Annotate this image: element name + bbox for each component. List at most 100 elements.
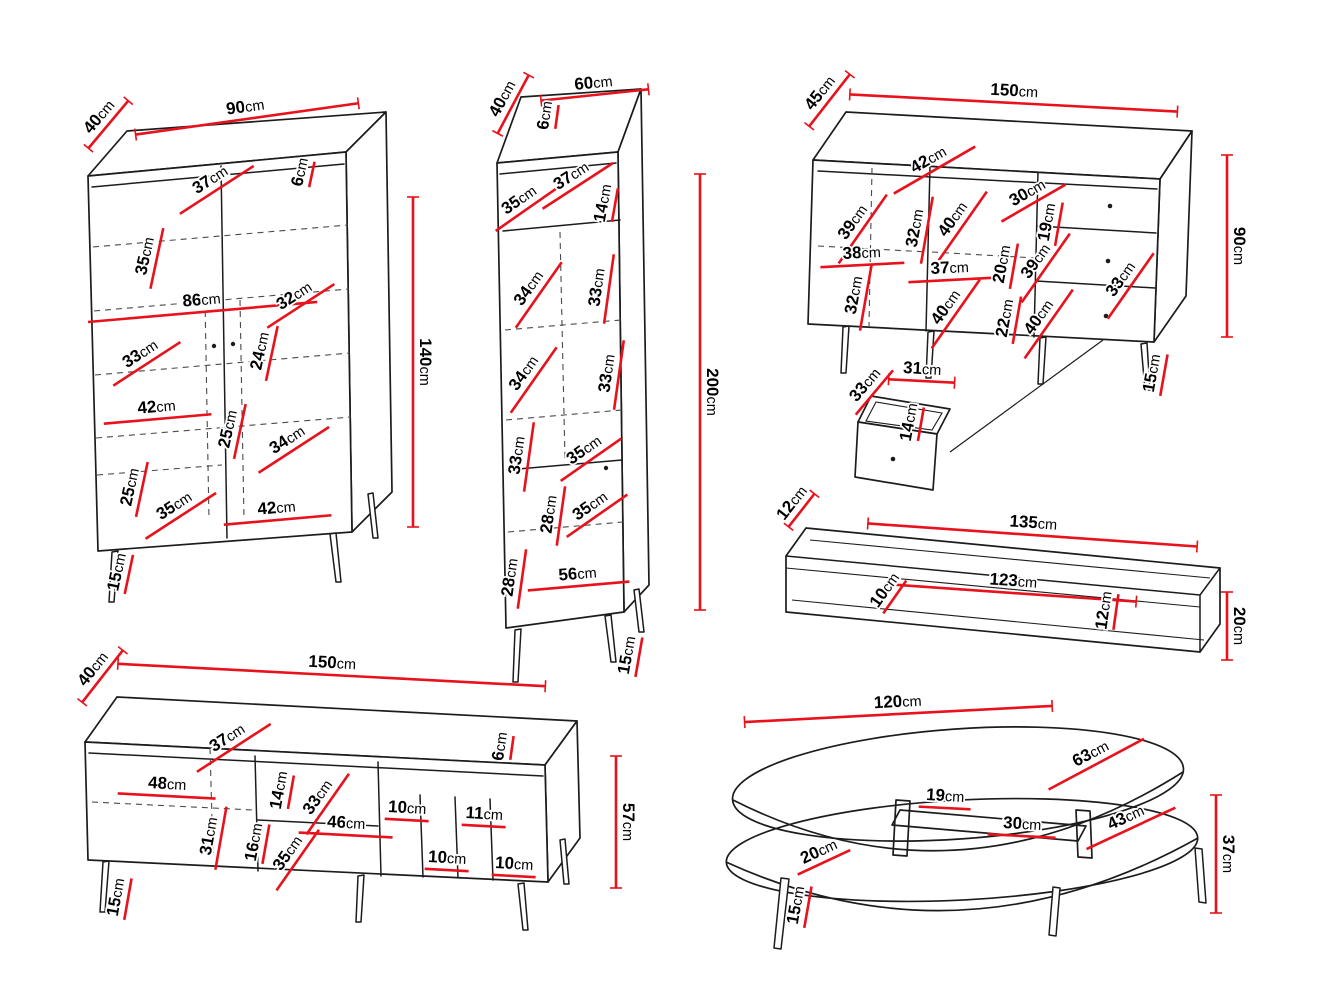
cabinet-inner-vertical [204,299,210,521]
dimension-label: 60cm [573,71,613,94]
dimension-150cm: 150cm [848,78,1179,118]
dimension-31cm: 31cm [887,356,956,389]
dimension-label: 6cm [533,100,556,131]
dimension-label: 28cm [536,494,560,535]
dimension-11cm: 11cm [461,801,506,829]
dimension-label: 45cm [800,72,839,114]
tv-leg [355,874,365,923]
dimension-label: 32cm [841,275,866,316]
drawer-split [1035,280,1156,289]
shelf-inner-back [809,539,1211,579]
dimension-60cm: 60cm [539,71,650,107]
dimension-30cm: 30cm [987,811,1056,840]
dimension-10cm: 10cm [424,845,469,873]
tall-shelf-line [507,521,624,533]
dimension-label: 15cm [614,635,639,676]
dimension-label: 19cm [1034,202,1059,243]
drawer-knob [1105,258,1111,264]
tv-slot-divider [489,798,494,881]
tall-inner-vertical [559,231,566,461]
tv-divider [377,761,382,877]
cabinet-shelf-line [95,416,352,439]
dimension-6cm: 6cm [531,98,560,133]
drawer-knob [1107,203,1113,209]
dimension-200cm: 200cm [694,173,724,611]
dimension-label: 38cm [842,242,881,263]
drawer-rim-inner [865,401,943,431]
dimension-22cm: 22cm [990,296,1023,345]
cabinet-side-face [345,111,393,533]
door-knob [603,465,609,471]
dimension-label: 42cm [137,395,177,417]
dimension-label: 150cm [990,80,1039,101]
piece-sideboard [807,111,1193,453]
dimension-20cm: 20cm [1221,591,1251,661]
cabinet-front-face [87,151,353,552]
dimension-15cm: 15cm [1137,351,1169,397]
sideboard-leg [1037,336,1047,385]
dimension-label: 40cm [73,648,112,690]
dimension-38cm: 38cm [820,241,905,269]
dimension-label: 16cm [241,822,266,863]
dimension-label: 90cm [1230,227,1249,265]
dimension-48cm: 48cm [117,771,216,800]
dimension-33cm: 33cm [583,254,616,324]
cabinet-shelf-line [92,224,349,248]
table-leg [1048,886,1061,937]
tall-top-lip [499,162,617,175]
dimension-37cm: 37cm [196,720,272,773]
dimension-12cm: 12cm [1090,589,1120,632]
dimension-label: 33cm [584,267,608,308]
piece-display-cabinet [87,111,393,603]
dimension-120cm: 120cm [743,690,1054,729]
tv-slot-divider [454,796,459,879]
drawer-leader-line [949,339,1104,453]
shelf-body [785,527,1221,653]
sideboard-top-lip [817,170,1158,190]
dimension-label: 33cm [504,435,528,476]
dimension-label: 11cm [465,803,503,824]
dimension-label: 25cm [214,408,241,449]
dimension-label: 19cm [926,785,965,806]
cabinet-shelf-line [94,352,351,376]
cabinet-shelf-line [93,288,350,312]
dimension-label: 12cm [1091,590,1115,631]
cabinet-leg [367,492,379,539]
dimension-label: 31cm [196,816,221,857]
dimension-28cm: 28cm [535,486,567,546]
dimension-40cm: 40cm [72,645,129,707]
dimension-label: 6cm [488,731,511,762]
tall-shelf-line [502,219,621,232]
door-knob [914,239,920,245]
piece-wall-shelf [785,527,1221,653]
dimension-140cm: 140cm [407,196,437,528]
cabinet-leg [108,550,119,603]
dimension-label: 56cm [558,562,598,584]
dimension-123cm: 123cm [887,568,1138,608]
dimension-20cm: 20cm [987,242,1020,290]
dimension-135cm: 135cm [866,510,1199,553]
dimension-label: 120cm [873,691,922,712]
dimension-label: 37cm [1219,835,1238,873]
dimension-90cm: 90cm [133,95,361,141]
dimension-label: 20cm [1230,607,1249,645]
dimension-12cm: 12cm [771,482,820,532]
dimension-6cm: 6cm [486,729,515,764]
dimension-14cm: 14cm [588,181,620,225]
dimension-label: 15cm [103,551,130,592]
dimension-label: 40cm [79,96,118,138]
dimension-15cm: 15cm [102,550,135,594]
cabinet-top-lip [91,163,345,188]
dimension-label: 15cm [1139,353,1164,394]
dimension-10cm: 10cm [491,851,536,879]
cabinet-leg [329,532,342,583]
sideboard-front-face [807,159,1161,343]
tv-mid-shelf [257,819,379,827]
sideboard-divider [925,165,931,332]
dimension-label: 42cm [257,496,297,518]
dimension-19cm: 19cm [1032,200,1064,247]
